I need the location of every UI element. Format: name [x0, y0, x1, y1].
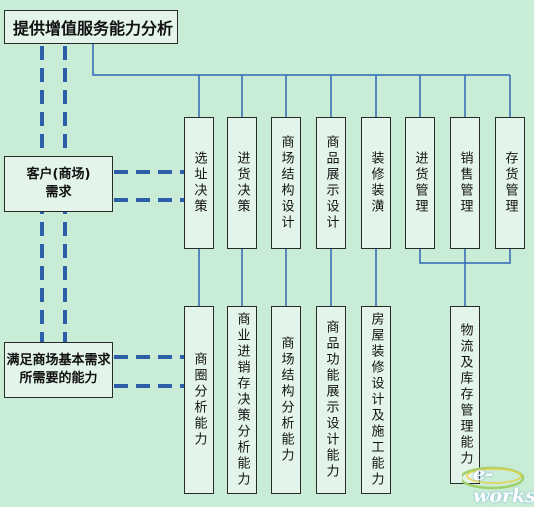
upper-box-purchase-management: 进货管理	[405, 117, 435, 249]
eworks-logo-text: e-works	[473, 463, 534, 507]
lower-box-trade-area: 商圈分析能力	[184, 306, 214, 494]
upper-box-purchase-decision: 进货决策	[227, 117, 257, 249]
lower-box-function-display: 商品功能展示设计能力	[316, 306, 346, 494]
upper-box-store-structure: 商场结构设计	[271, 117, 301, 249]
capability-box: 满足商场基本需求所需要的能力	[4, 342, 113, 398]
title-box: 提供增值服务能力分析	[4, 10, 178, 44]
upper-box-site-selection: 选址决策	[184, 117, 214, 249]
lower-box-renovation: 房屋装修设计及施工能力	[361, 306, 391, 494]
upper-box-product-display: 商品展示设计	[316, 117, 346, 249]
lower-box-structure-analysis: 商场结构分析能力	[271, 306, 301, 494]
upper-box-sales-management: 销售管理	[450, 117, 480, 249]
customer-needs-box: 客户(商场)需求	[4, 156, 113, 212]
upper-box-decoration: 装修装潢	[361, 117, 391, 249]
eworks-logo-icon	[462, 466, 525, 490]
lower-box-logistics: 物流及库存管理能力	[450, 306, 480, 484]
upper-box-inventory-management: 存货管理	[495, 117, 525, 249]
lower-box-commercial-decision: 商业进销存决策分析能力	[227, 306, 257, 494]
